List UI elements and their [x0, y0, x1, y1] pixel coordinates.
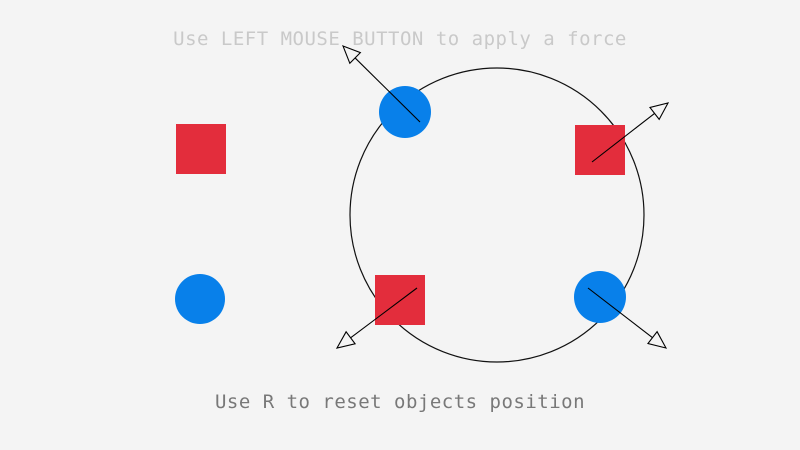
force-arrow-top-left: [342, 45, 421, 123]
force-arrow-down-right: [587, 287, 668, 349]
hint-text-apply-force: Use LEFT MOUSE BUTTON to apply a force: [173, 28, 627, 50]
blue-circle-bottom-left[interactable]: [175, 274, 225, 324]
bodies-group[interactable]: [175, 86, 626, 325]
force-arrow-top-left-shaft: [354, 57, 421, 123]
red-square-bottom-center[interactable]: [375, 275, 425, 325]
force-arrows-group: [335, 45, 670, 349]
force-arrow-down-right-shaft: [587, 287, 653, 339]
force-arrow-down-left-shaft: [350, 287, 418, 339]
force-arrow-down-left: [335, 287, 418, 349]
force-arrow-top-left-head: [342, 45, 362, 65]
red-square-top-right[interactable]: [575, 125, 625, 175]
force-arrow-down-right-head: [647, 330, 668, 349]
force-arrow-down-left-head: [335, 330, 357, 349]
force-arrow-up-right: [591, 102, 670, 163]
boundary-circle: [349, 67, 645, 363]
blue-circle-top[interactable]: [379, 86, 431, 138]
hint-text-reset-objects: Use R to reset objects position: [214, 391, 586, 413]
red-square-top-left[interactable]: [176, 124, 226, 174]
force-arrow-up-right-shaft: [591, 112, 655, 163]
force-arrow-up-right-head: [649, 102, 670, 121]
